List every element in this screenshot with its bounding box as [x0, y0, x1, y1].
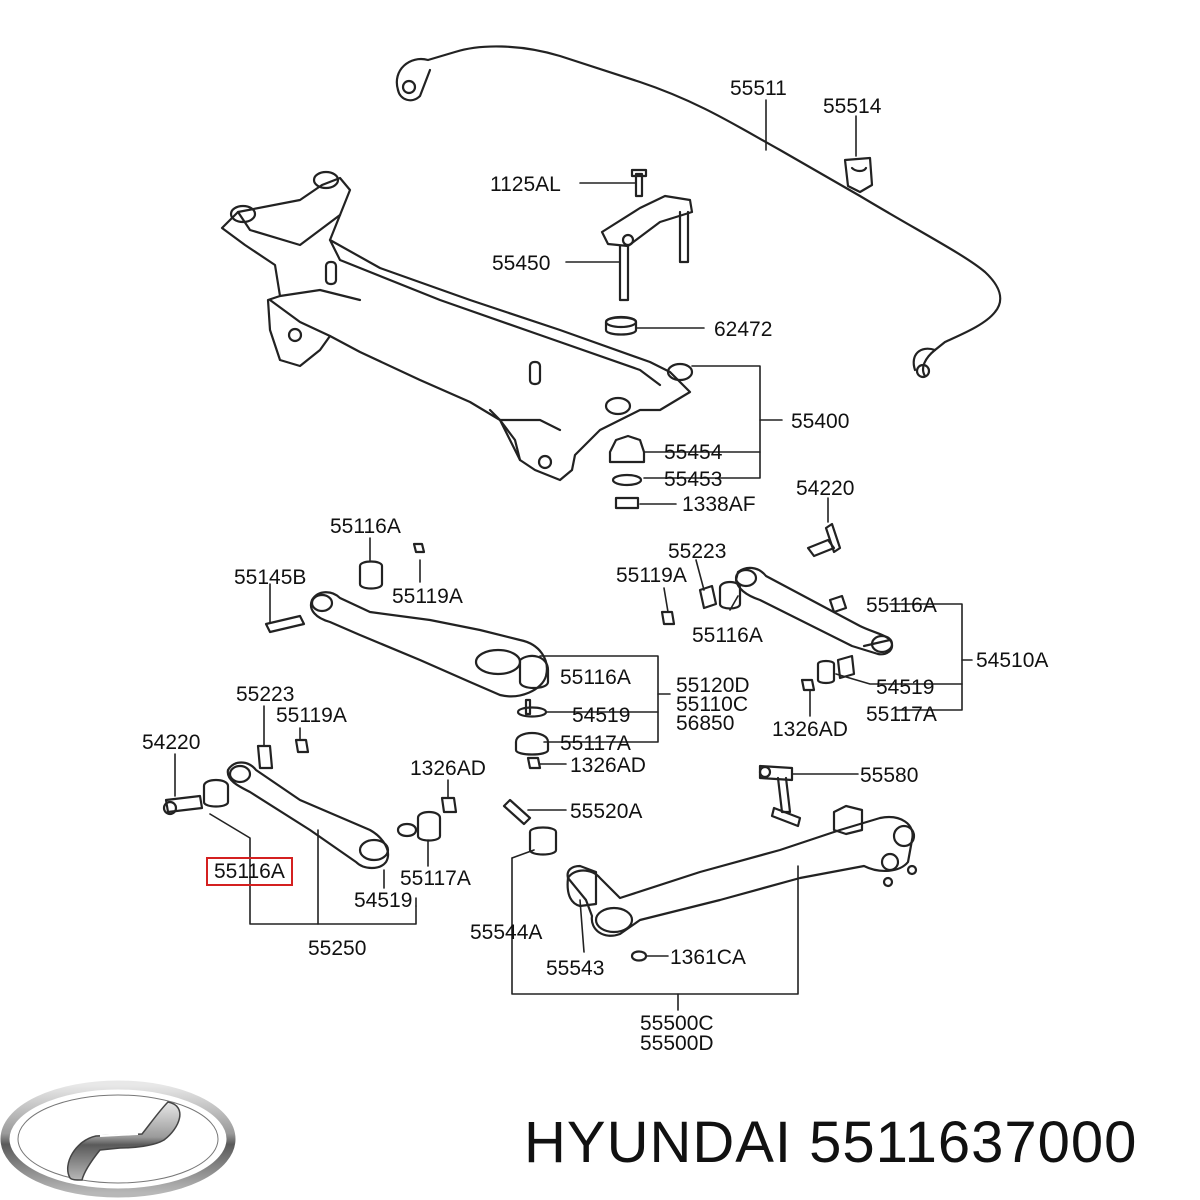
hyundai-logo	[0, 1080, 236, 1198]
part-label-56850: 56850	[676, 712, 735, 735]
part-label-55119A-left: 55119A	[276, 704, 347, 727]
lower-control-arm	[309, 591, 548, 698]
part-label-55117A-right: 55117A	[866, 703, 937, 726]
part-label-54519-right: 54519	[876, 676, 935, 699]
part-label-55117A-left: 55117A	[400, 867, 471, 890]
part-label-54510A: 54510A	[976, 649, 1049, 672]
rear-link-arm	[226, 761, 390, 870]
part-label-1326AD-right: 1326AD	[772, 718, 848, 741]
part-label-55116A-top: 55116A	[330, 515, 401, 538]
part-label-55500D: 55500D	[640, 1032, 714, 1055]
part-label-55117A-mid: 55117A	[560, 732, 631, 755]
part-label-55250: 55250	[308, 937, 367, 960]
part-label-55450: 55450	[492, 252, 551, 275]
part-label-55511: 55511	[730, 77, 787, 100]
part-label-1338AF: 1338AF	[682, 493, 756, 516]
part-label-55119A-right: 55119A	[616, 564, 687, 587]
trailing-arm	[566, 816, 914, 937]
bracket-bolt	[634, 172, 644, 198]
stabilizer-bushing	[843, 156, 874, 194]
part-label-54519-mid: 54519	[572, 704, 631, 727]
part-label-55116A-right1: 55116A	[866, 594, 937, 617]
part-label-54220-top: 54220	[796, 477, 855, 500]
part-label-55500C: 55500C	[640, 1012, 714, 1035]
part-label-55116A-right2: 55116A	[692, 624, 763, 647]
part-label-55520A: 55520A	[570, 800, 643, 823]
part-label-55543: 55543	[546, 957, 605, 980]
part-label-54220-left: 54220	[142, 731, 201, 754]
part-label-55145B: 55145B	[234, 566, 307, 589]
part-label-55110C: 55110C	[676, 693, 749, 716]
part-label-55544A: 55544A	[470, 921, 543, 944]
part-label-55454: 55454	[664, 441, 723, 464]
part-label-55120D: 55120D	[676, 674, 750, 697]
part-label-1361CA: 1361CA	[670, 946, 746, 969]
part-label-55580: 55580	[860, 764, 919, 787]
part-label-55223-right: 55223	[668, 540, 727, 563]
part-label-55453: 55453	[664, 468, 723, 491]
bracket	[600, 194, 694, 248]
part-label-55116A-mid: 55116A	[560, 666, 631, 689]
part-label-54519-left: 54519	[354, 889, 413, 912]
part-label-62472: 62472	[714, 318, 773, 341]
part-label-1326AD-mid: 1326AD	[570, 754, 646, 777]
part-label-55116A-highlighted: 55116A	[206, 857, 293, 886]
part-label-55119A-top: 55119A	[392, 585, 463, 608]
part-label-55223-left: 55223	[236, 683, 295, 706]
part-label-55514: 55514	[823, 95, 882, 118]
stabilizer-bar	[395, 45, 1002, 378]
part-label-1125AL: 1125AL	[490, 173, 561, 196]
part-label-1326AD-left: 1326AD	[410, 757, 486, 780]
part-label-55400: 55400	[791, 410, 850, 433]
brand-part-number: HYUNDAI 5511637000	[524, 1110, 1138, 1175]
